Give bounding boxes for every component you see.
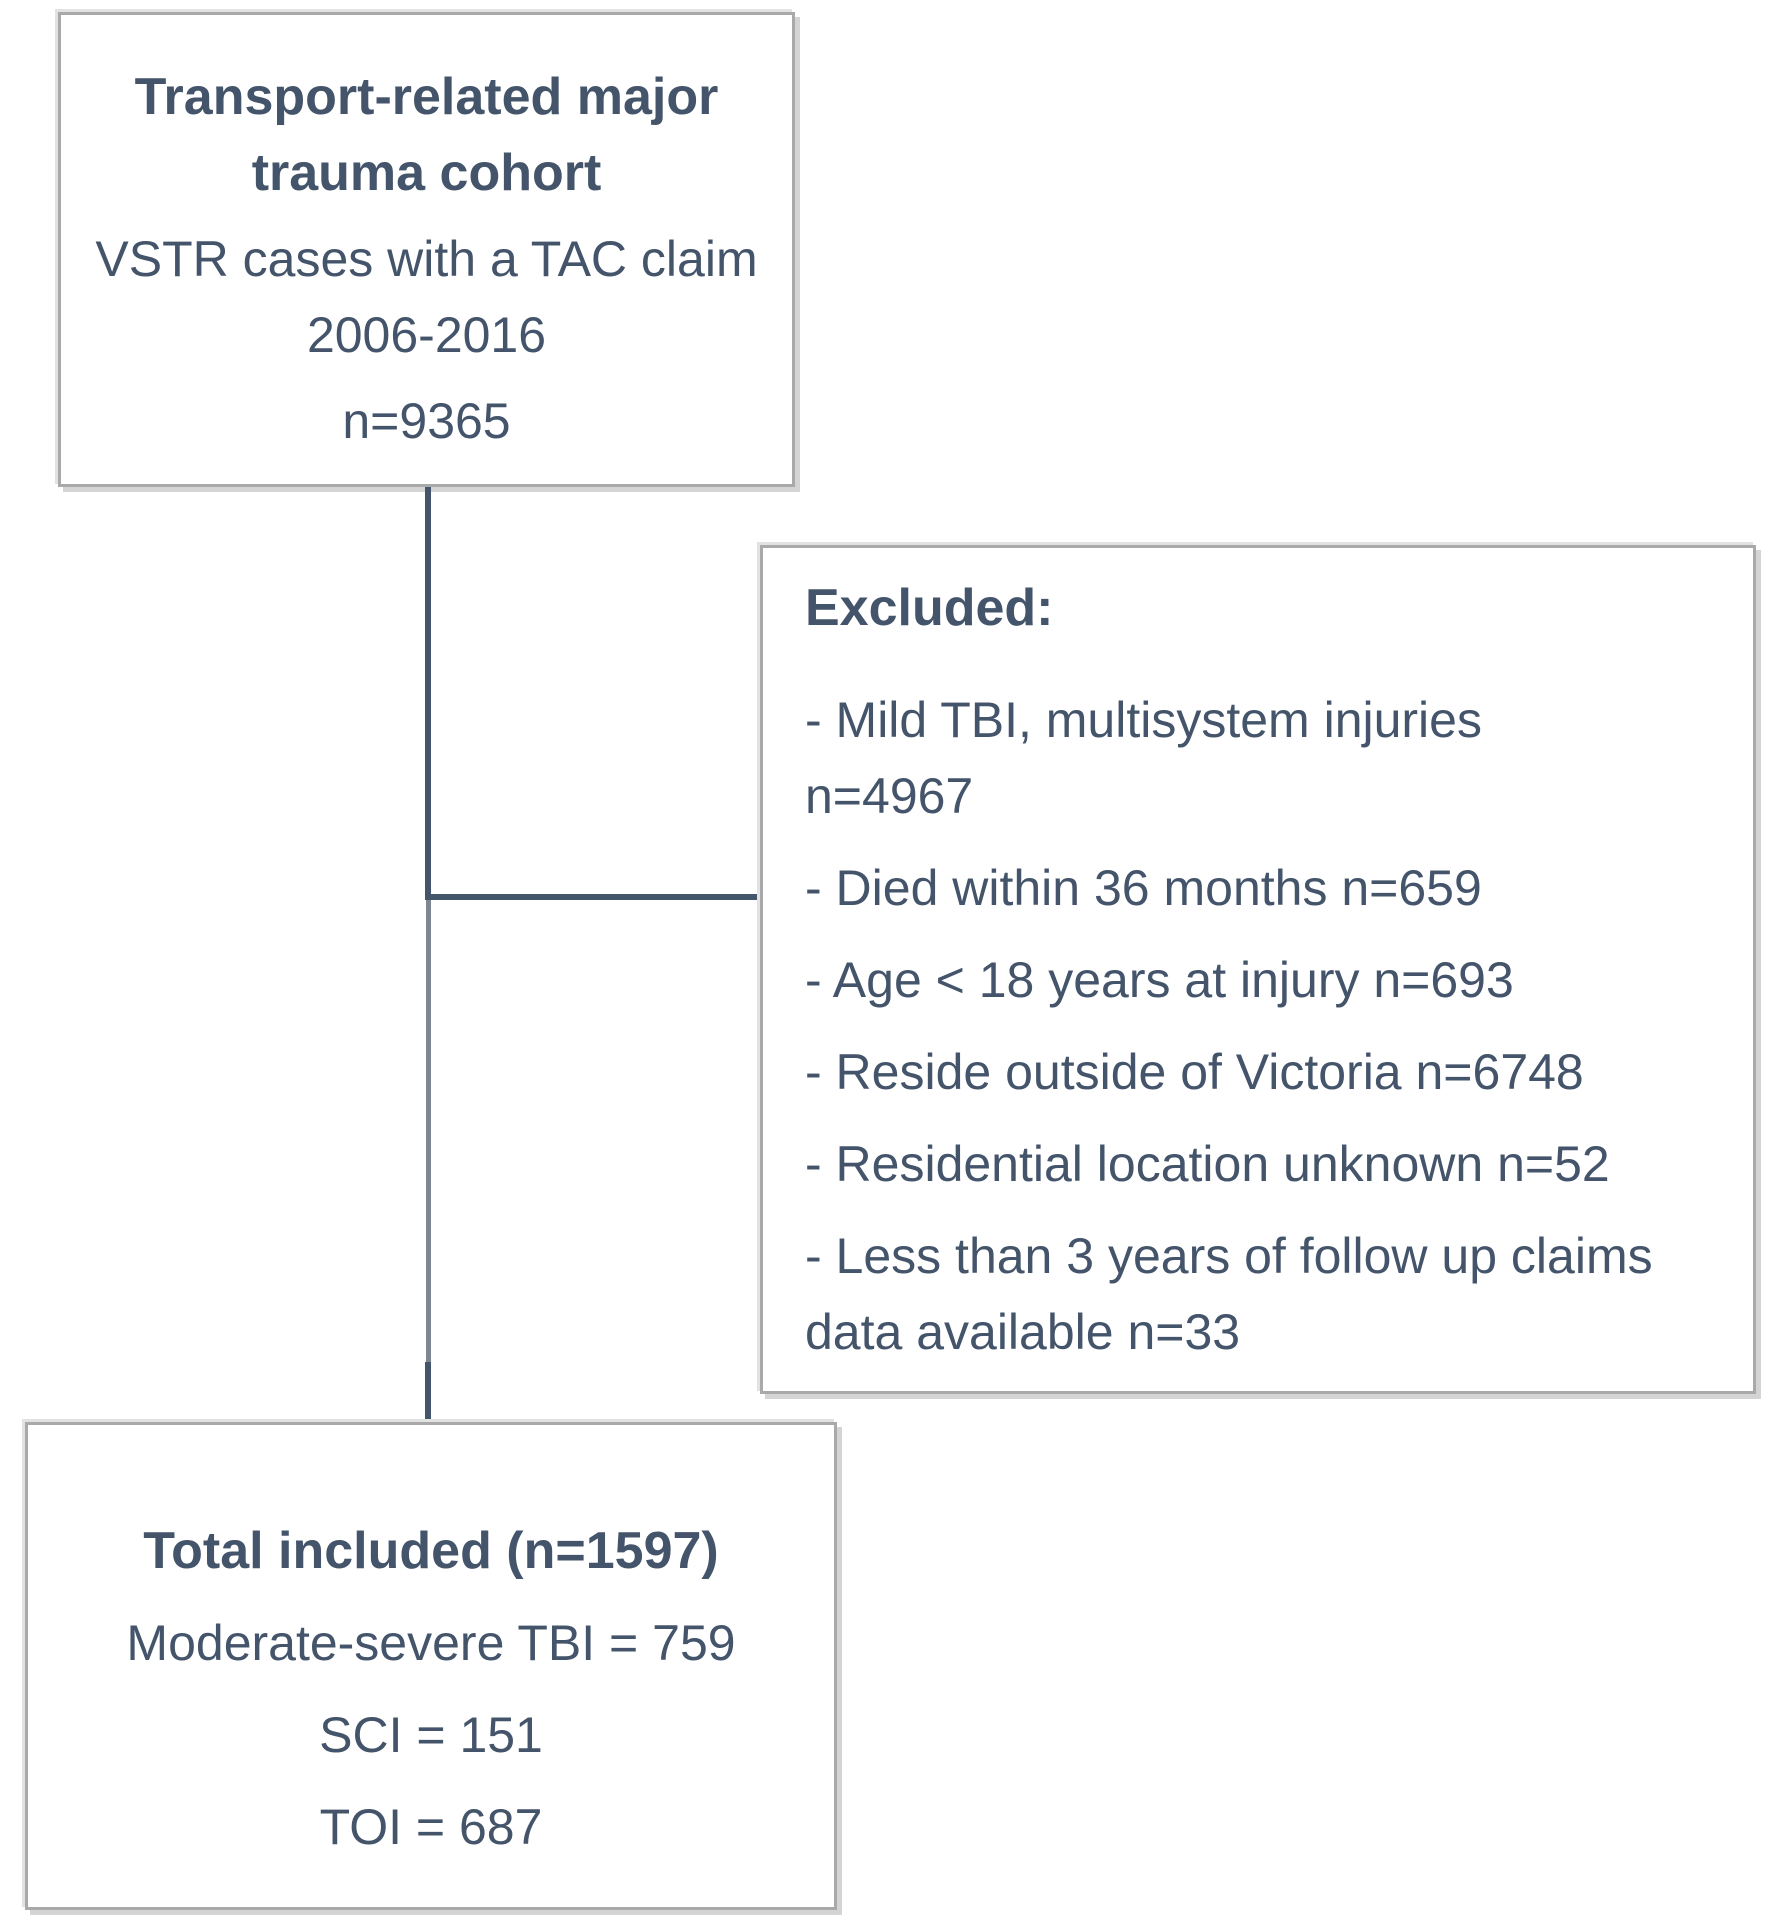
included-title: Total included (n=1597) <box>143 1522 719 1580</box>
excluded-item-location-unknown: - Residential location unknown n=52 <box>805 1126 1727 1202</box>
cohort-subtitle-line-1: VSTR cases with a TAC claim <box>95 231 758 287</box>
connector-vertical-upper <box>425 487 431 897</box>
excluded-item-line: - Less than 3 years of follow up claims <box>805 1228 1653 1284</box>
connector-vertical-lower <box>426 900 431 1362</box>
excluded-item-line: - Age < 18 years at injury n=693 <box>805 952 1514 1008</box>
excluded-box: Excluded: - Mild TBI, multisystem injuri… <box>760 545 1756 1394</box>
excluded-item-followup: - Less than 3 years of follow up claims … <box>805 1218 1727 1370</box>
cohort-n-label: n=9365 <box>342 393 511 449</box>
included-line-toi: TOI = 687 <box>319 1799 543 1855</box>
cohort-subtitle-line-2: 2006-2016 <box>306 307 547 363</box>
cohort-title-line-1: Transport-related major <box>134 68 719 126</box>
excluded-item-mild-tbi: - Mild TBI, multisystem injuries n=4967 <box>805 682 1727 834</box>
included-line-sci: SCI = 151 <box>319 1707 543 1763</box>
excluded-header: Excluded: <box>805 579 1054 637</box>
included-line-tbi: Moderate-severe TBI = 759 <box>126 1615 736 1671</box>
excluded-item-died: - Died within 36 months n=659 <box>805 850 1727 926</box>
cohort-subtitle: VSTR cases with a TAC claim 2006-2016 <box>95 221 757 373</box>
excluded-item-line: n=4967 <box>805 768 974 824</box>
cohort-title-line-2: trauma cohort <box>251 144 602 202</box>
excluded-item-reside-outside: - Reside outside of Victoria n=6748 <box>805 1034 1727 1110</box>
excluded-item-line: data available n=33 <box>805 1304 1241 1360</box>
included-box: Total included (n=1597) Moderate-severe … <box>25 1422 837 1910</box>
connector-vertical-lower-tip <box>425 1362 431 1422</box>
excluded-item-line: - Died within 36 months n=659 <box>805 860 1482 916</box>
cohort-box: Transport-related major trauma cohort VS… <box>58 12 795 487</box>
excluded-item-age: - Age < 18 years at injury n=693 <box>805 942 1727 1018</box>
excluded-item-line: - Reside outside of Victoria n=6748 <box>805 1044 1584 1100</box>
excluded-item-line: - Mild TBI, multisystem injuries <box>805 692 1482 748</box>
excluded-item-line: - Residential location unknown n=52 <box>805 1136 1610 1192</box>
connector-horizontal-to-excluded <box>425 894 766 900</box>
